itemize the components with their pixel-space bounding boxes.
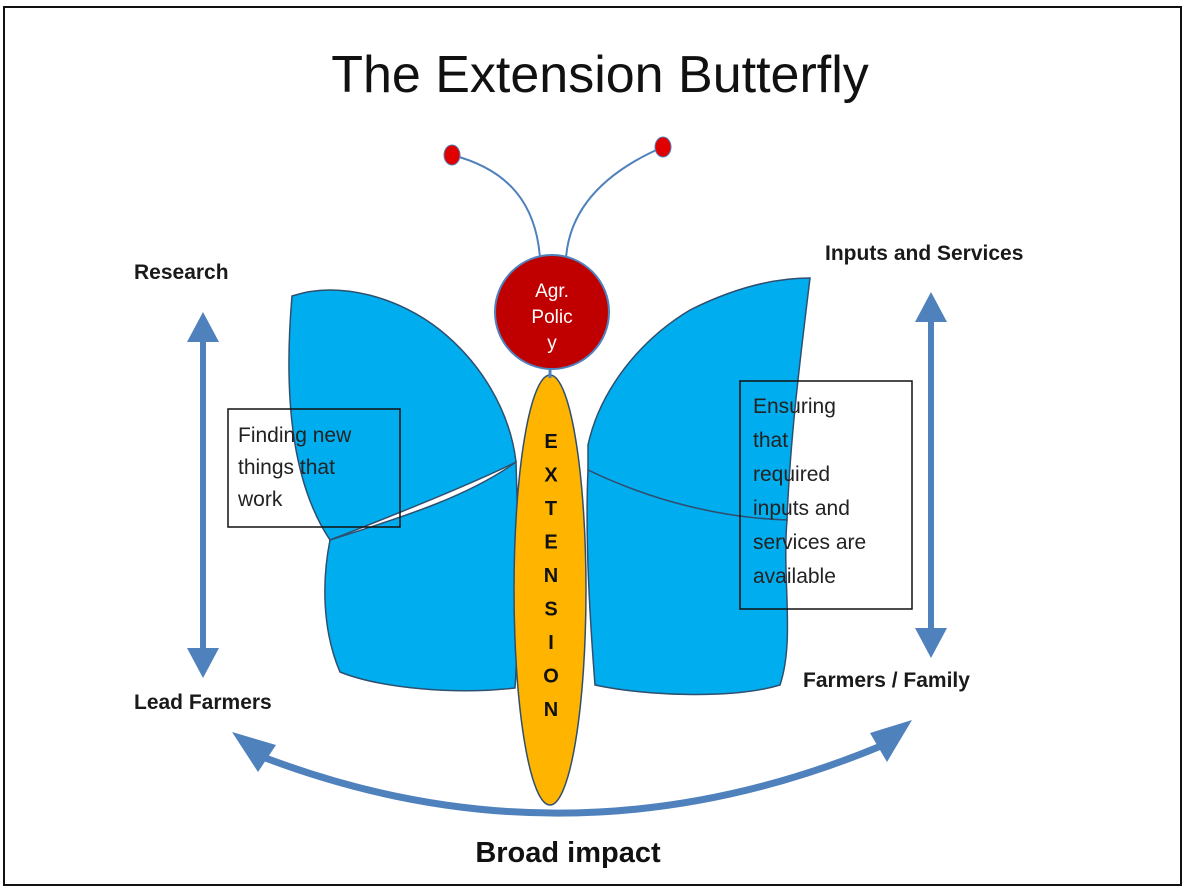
left-box-line-3: work — [237, 488, 283, 511]
wing-upper-left — [288, 289, 517, 541]
left-double-arrow — [187, 312, 219, 678]
diagram-title: The Extension Butterfly — [331, 46, 869, 104]
antenna-left — [451, 154, 541, 259]
right-box-line-6: available — [753, 565, 836, 588]
body-letter: I — [548, 632, 554, 654]
body-letter: E — [544, 532, 557, 554]
broad-impact-arrow — [232, 720, 912, 817]
right-double-arrow — [915, 292, 947, 658]
right-box-line-1: Ensuring — [753, 395, 836, 418]
body-letter: T — [545, 498, 557, 520]
left-box-line-2: things that — [238, 456, 335, 479]
body-letter: O — [543, 666, 559, 688]
head-label-line-2: Polic — [531, 307, 572, 328]
wing-lower-right — [586, 468, 789, 696]
antenna-tip-right — [654, 136, 672, 158]
label-farmers-family: Farmers / Family — [803, 669, 970, 692]
body-letter: E — [544, 431, 557, 453]
right-box-line-3: required — [753, 463, 830, 486]
right-box-line-5: services are — [753, 531, 866, 554]
body-letter: S — [544, 599, 557, 621]
right-box-line-2: that — [753, 429, 788, 452]
head-label-line-1: Agr. — [535, 281, 569, 302]
antenna-tip-left — [443, 144, 461, 166]
body-letter: N — [544, 699, 558, 721]
slide-border — [3, 6, 1182, 886]
right-box-line-4: inputs and — [753, 497, 850, 520]
right-description-box — [739, 380, 913, 610]
body-letter: X — [544, 465, 558, 487]
label-research: Research — [134, 261, 229, 284]
left-description-box — [227, 408, 401, 528]
antenna-right — [565, 146, 664, 259]
label-lead-farmers: Lead Farmers — [134, 691, 272, 714]
butterfly-head — [494, 254, 610, 370]
broad-impact-label: Broad impact — [475, 837, 661, 869]
label-inputs-services: Inputs and Services — [825, 242, 1023, 265]
head-label-line-3: y — [547, 333, 557, 354]
left-box-line-1: Finding new — [238, 424, 352, 447]
body-letter: N — [544, 565, 558, 587]
